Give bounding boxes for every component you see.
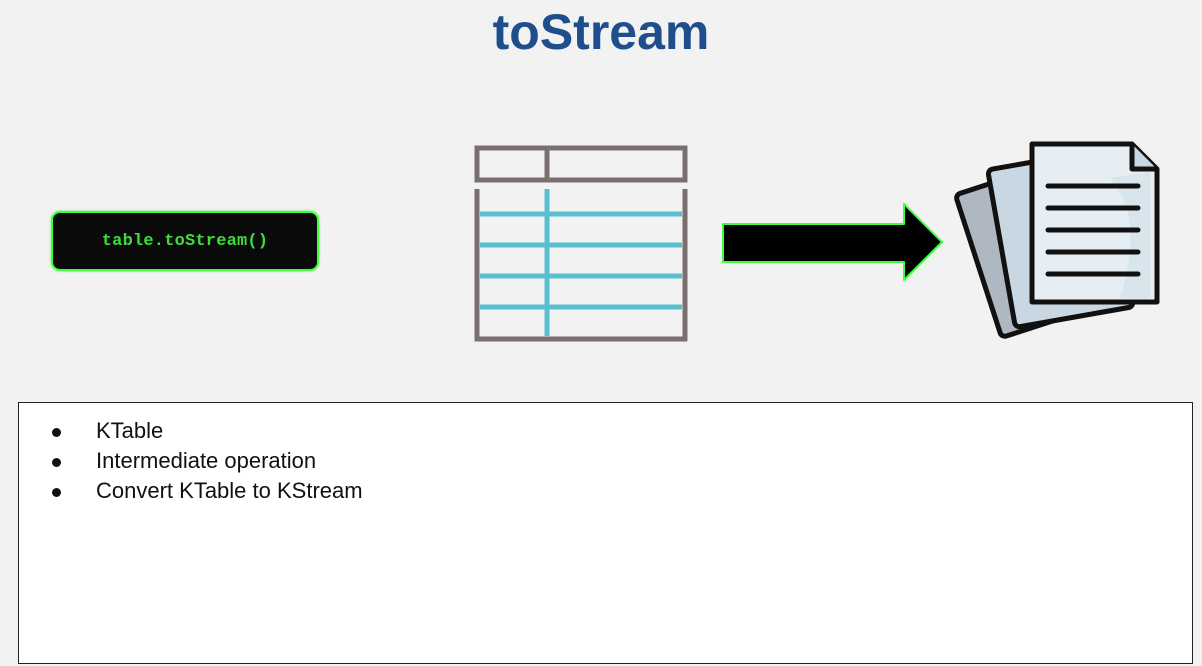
bullet-item: Intermediate operation — [19, 446, 1192, 476]
bullet-text: Intermediate operation — [96, 448, 317, 473]
table-icon — [474, 145, 688, 350]
documents-stack-icon — [950, 138, 1162, 355]
bullet-dot-icon — [52, 488, 61, 497]
bullet-item: KTable — [19, 416, 1192, 446]
bullet-item: Convert KTable to KStream — [19, 476, 1192, 506]
code-snippet-text: table.toStream() — [101, 231, 269, 251]
bullet-dot-icon — [52, 428, 61, 437]
bullet-list: KTable Intermediate operation Convert KT… — [19, 403, 1192, 506]
notes-box: KTable Intermediate operation Convert KT… — [18, 402, 1193, 664]
code-snippet-box: table.toStream() — [51, 211, 319, 271]
bullet-text: Convert KTable to KStream — [96, 478, 363, 503]
right-arrow-icon — [720, 200, 946, 291]
slide-title: toStream — [492, 4, 710, 60]
bullet-text: KTable — [96, 418, 164, 443]
bullet-dot-icon — [52, 458, 61, 467]
